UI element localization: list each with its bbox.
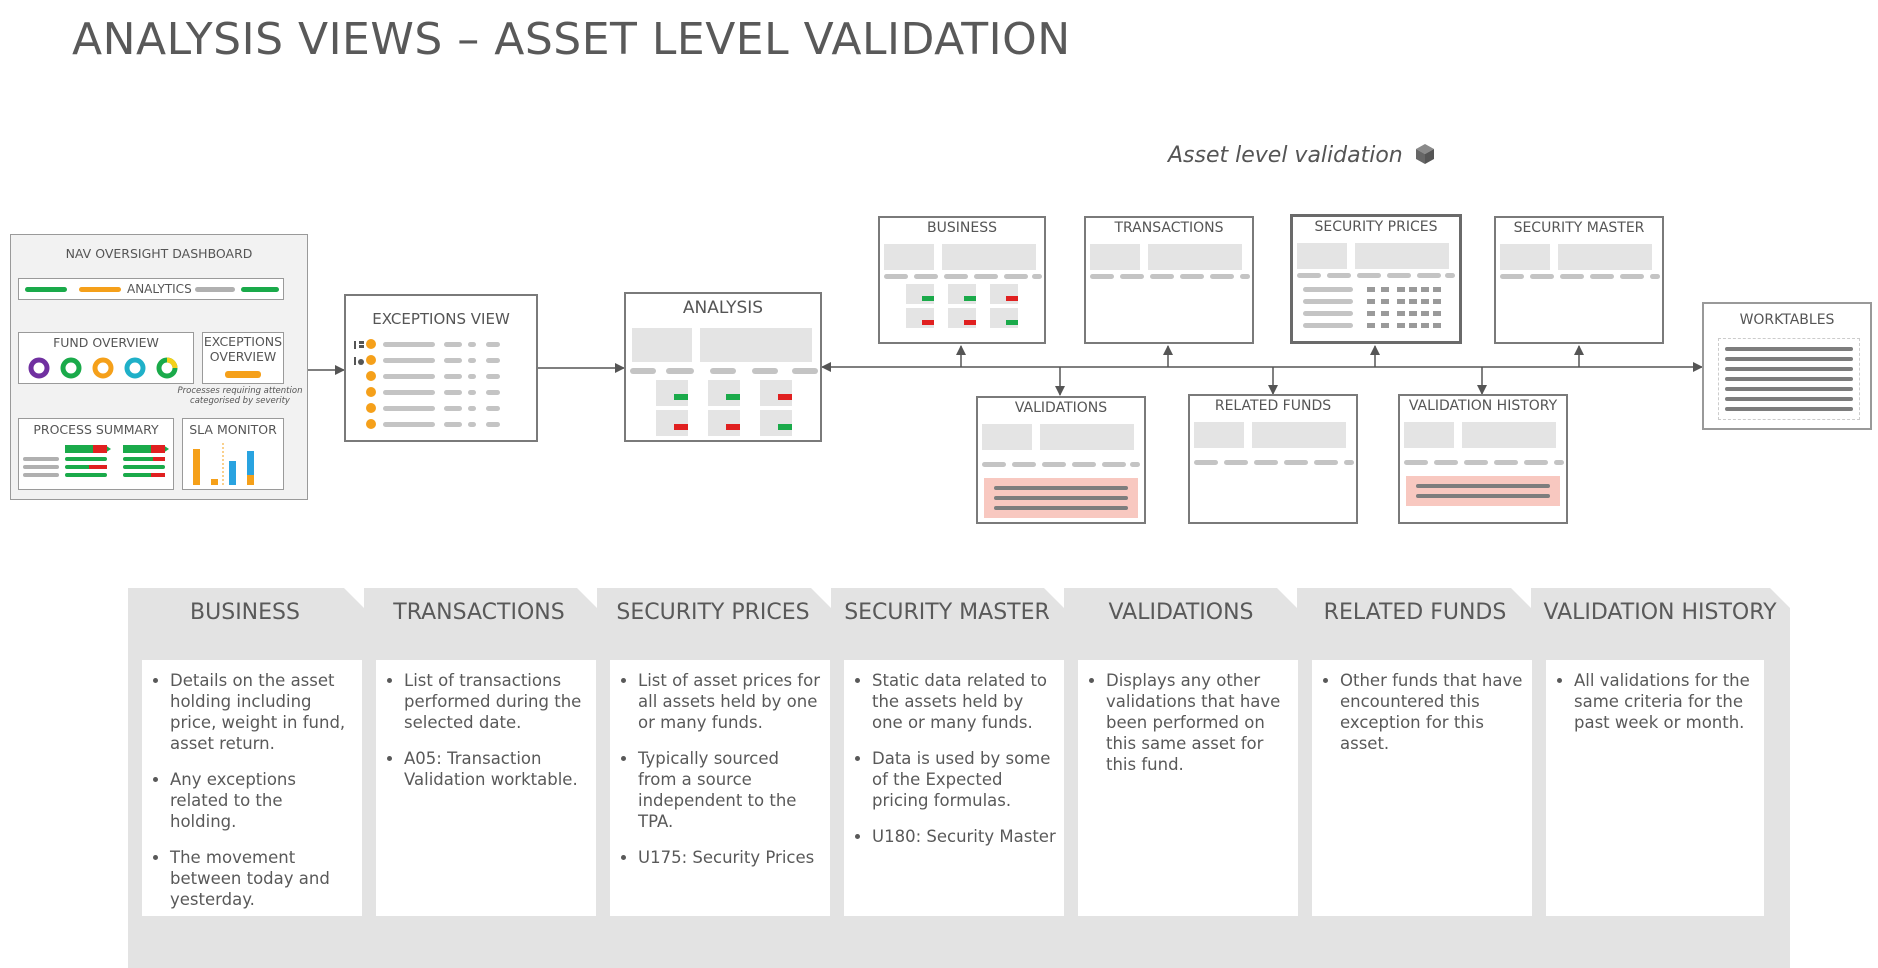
page-title: ANALYSIS VIEWS – ASSET LEVEL VALIDATION [72, 14, 1071, 65]
card-bullet: Details on the asset holding including p… [170, 670, 354, 754]
nav-oversight-dashboard[interactable]: NAV OVERSIGHT DASHBOARD ANALYTICS FUND O… [10, 234, 308, 500]
panel-tab-notches [344, 588, 1790, 608]
card-bullet: U180: Security Master [872, 826, 1056, 847]
validation-history-box[interactable]: VALIDATION HISTORY [1398, 394, 1568, 524]
card-validation-history: All validations for the same criteria fo… [1546, 660, 1764, 916]
validation-history-label: VALIDATION HISTORY [1408, 398, 1558, 414]
card-title-business: BUSINESS [190, 600, 300, 625]
card-bullet: Typically sourced from a source independ… [638, 748, 822, 832]
card-bullet: All validations for the same criteria fo… [1574, 670, 1756, 733]
security-prices-box[interactable]: SECURITY PRICES [1290, 214, 1462, 344]
related-funds-label: RELATED FUNDS [1214, 398, 1332, 414]
validations-box[interactable]: VALIDATIONS [976, 396, 1146, 524]
transactions-box[interactable]: TRANSACTIONS [1084, 216, 1254, 344]
card-bullet: Any exceptions related to the holding. [170, 769, 354, 832]
sla-bar-chart [193, 443, 254, 485]
card-bullet: Other funds that have encountered this e… [1340, 670, 1524, 754]
worktables-box[interactable]: WORKTABLES [1702, 302, 1872, 430]
card-business: Details on the asset holding including p… [142, 660, 362, 916]
validations-label: VALIDATIONS [1014, 400, 1108, 416]
card-title-validation-history: VALIDATION HISTORY [1543, 600, 1777, 625]
dashboard-title: NAV OVERSIGHT DASHBOARD [65, 246, 253, 261]
card-bullet: Data is used by some of the Expected pri… [872, 748, 1056, 811]
security-prices-grid [1297, 273, 1455, 328]
card-bullet: Displays any other validations that have… [1106, 670, 1290, 775]
business-box[interactable]: BUSINESS [878, 216, 1046, 344]
validation-history-highlight [1406, 476, 1560, 506]
security-master-row [1500, 274, 1660, 279]
exceptions-list [354, 339, 500, 429]
card-security-master: Static data related to the assets held b… [844, 660, 1064, 916]
card-bullet: List of asset prices for all assets held… [638, 670, 822, 733]
exceptions-view-label: EXCEPTIONS VIEW [372, 310, 510, 328]
card-title-validations: VALIDATIONS [1108, 600, 1254, 625]
card-title-transactions: TRANSACTIONS [393, 600, 565, 625]
card-title-related-funds: RELATED FUNDS [1323, 600, 1507, 625]
card-validations: Displays any other validations that have… [1078, 660, 1298, 916]
security-prices-label: SECURITY PRICES [1314, 219, 1438, 235]
business-grid [884, 274, 1042, 328]
business-label: BUSINESS [927, 220, 997, 236]
process-bars [23, 445, 169, 477]
analytics-label: ANALYTICS [127, 282, 192, 296]
process-summary-widget[interactable]: PROCESS SUMMARY [18, 418, 174, 490]
related-funds-row [1194, 460, 1354, 465]
related-funds-box[interactable]: RELATED FUNDS [1188, 394, 1358, 524]
validations-row [982, 462, 1140, 467]
card-bullet: U175: Security Prices [638, 847, 822, 868]
analysis-box[interactable]: ANALYSIS [624, 292, 822, 442]
transactions-row [1090, 274, 1250, 279]
descriptions-panel: BUSINESS TRANSACTIONS SECURITY PRICES SE… [128, 588, 1790, 968]
sla-monitor-label: SLA MONITOR [189, 422, 277, 437]
card-bullet: A05: Transaction Validation worktable. [404, 748, 588, 790]
validations-highlight [984, 478, 1138, 518]
diagram-subtitle: Asset level validation [1168, 143, 1436, 168]
fund-overview-widget[interactable]: FUND OVERVIEW [18, 332, 194, 384]
process-summary-label: PROCESS SUMMARY [33, 422, 159, 437]
cube-icon [1415, 144, 1434, 164]
fund-donut-icons [28, 357, 178, 379]
card-title-security-master: SECURITY MASTER [844, 600, 1050, 625]
analysis-grid [630, 368, 818, 436]
validation-history-row [1404, 460, 1564, 465]
card-bullet: List of transactions performed during th… [404, 670, 588, 733]
card-transactions: List of transactions performed during th… [376, 660, 596, 916]
worktables-label: WORKTABLES [1739, 312, 1835, 328]
card-title-security-prices: SECURITY PRICES [616, 600, 810, 625]
exceptions-view-box[interactable]: EXCEPTIONS VIEW [344, 294, 538, 442]
card-bullet: Static data related to the assets held b… [872, 670, 1056, 733]
subtitle-text: Asset level validation [1168, 143, 1403, 168]
sla-monitor-widget[interactable]: SLA MONITOR [182, 418, 284, 490]
card-related-funds: Other funds that have encountered this e… [1312, 660, 1532, 916]
card-bullet: The movement between today and yesterday… [170, 847, 354, 910]
worktable-lines [1718, 338, 1860, 420]
security-master-label: SECURITY MASTER [1513, 220, 1645, 236]
security-master-box[interactable]: SECURITY MASTER [1494, 216, 1664, 344]
fund-overview-label: FUND OVERVIEW [53, 335, 159, 350]
analytics-widget[interactable]: ANALYTICS [18, 278, 284, 300]
transactions-label: TRANSACTIONS [1114, 220, 1224, 236]
analysis-label: ANALYSIS [682, 298, 764, 318]
card-security-prices: List of asset prices for all assets held… [610, 660, 830, 916]
